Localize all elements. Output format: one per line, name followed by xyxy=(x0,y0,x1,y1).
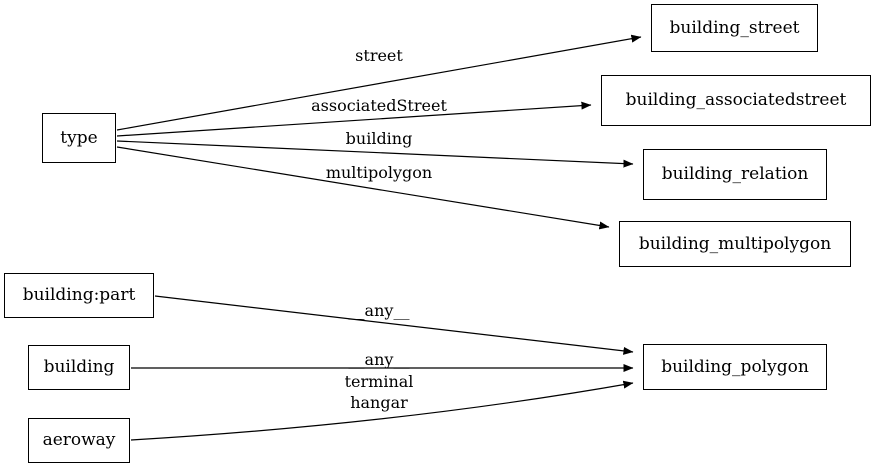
edge-label-multipolygon: multipolygon xyxy=(325,163,433,182)
node-label: building_polygon xyxy=(661,356,809,377)
node-label: building xyxy=(43,357,115,377)
edge-label-building: building xyxy=(345,129,413,148)
edge-building-part-any xyxy=(154,295,634,355)
node-building-associatedstreet[interactable]: building_associatedstreet xyxy=(601,75,871,126)
edge-aeroway-terminal-hangar xyxy=(130,380,634,441)
node-type[interactable]: type xyxy=(42,113,116,163)
edge-label-any-part: __any__ xyxy=(348,301,410,320)
node-label: type xyxy=(60,127,98,148)
node-label: building_relation xyxy=(661,164,809,184)
edge-label-terminal: terminal xyxy=(344,372,414,391)
node-building-relation[interactable]: building_relation xyxy=(643,149,827,200)
node-label: aeroway xyxy=(42,430,116,450)
node-label: building_associatedstreet xyxy=(625,90,847,110)
node-building-street[interactable]: building_street xyxy=(651,4,818,52)
node-aeroway[interactable]: aeroway xyxy=(28,418,130,463)
node-building-multipolygon[interactable]: building_multipolygon xyxy=(619,221,851,267)
edge-label-associatedstreet: associatedStreet xyxy=(311,96,447,115)
node-building[interactable]: building xyxy=(28,345,130,390)
node-building-polygon[interactable]: building_polygon xyxy=(643,344,827,390)
edge-label-any-building: __any__ xyxy=(348,350,410,369)
node-label: building:part xyxy=(22,285,136,305)
node-building-part[interactable]: building:part xyxy=(4,273,154,318)
edge-type-street xyxy=(116,34,642,131)
edge-type-associatedstreet xyxy=(116,101,592,137)
edge-label-street: street xyxy=(355,46,403,65)
edge-type-building xyxy=(116,140,634,168)
node-label: building_street xyxy=(669,17,800,38)
edge-label-hangar: hangar xyxy=(350,393,408,412)
edge-type-multipolygon xyxy=(116,146,610,230)
node-label: building_multipolygon xyxy=(638,233,832,254)
